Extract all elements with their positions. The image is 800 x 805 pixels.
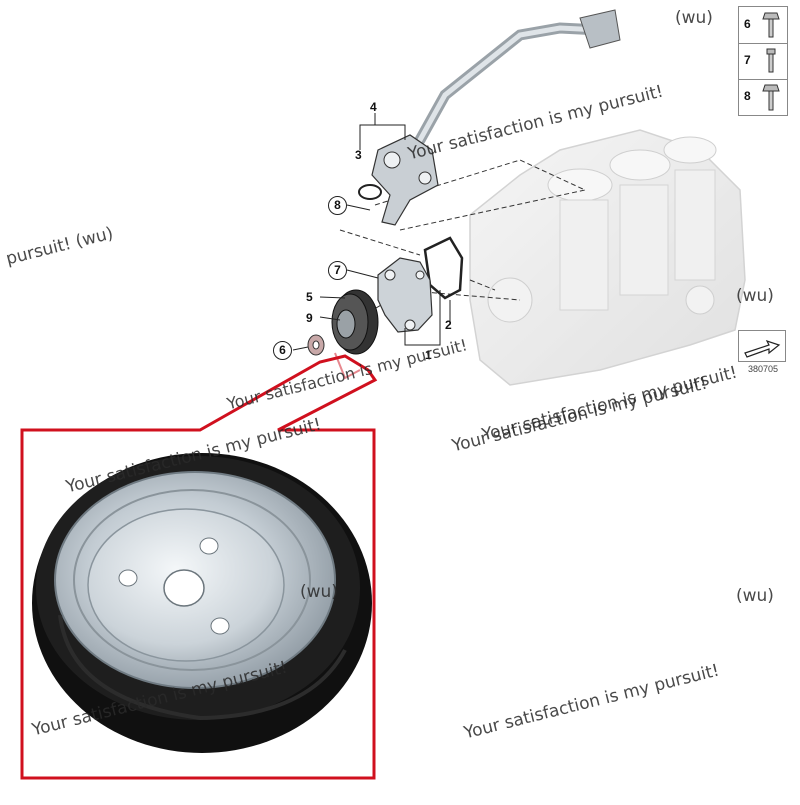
callout-4: 4: [370, 100, 377, 114]
legend-row: 7: [739, 43, 787, 80]
callout-8: 8: [328, 196, 347, 215]
callout-5: 5: [306, 290, 313, 304]
callout-1: 1: [425, 348, 432, 362]
long-bolt-icon: [762, 84, 780, 111]
callout-2: 2: [445, 318, 452, 332]
reference-number: 380705: [748, 364, 779, 374]
pulley-photo: [32, 453, 372, 753]
callout-9: 9: [306, 311, 313, 325]
thermostat-housing: [358, 134, 439, 226]
legend-label: 8: [744, 89, 751, 103]
coolant-pipe: [414, 9, 621, 146]
fastener-legend: 6 7 8: [738, 6, 788, 116]
leader-lines: [292, 113, 451, 351]
arrow-icon: [744, 339, 781, 358]
callout-6: 6: [273, 341, 292, 360]
highlight-frame: [20, 352, 378, 780]
small-pulley: [331, 289, 379, 355]
engine-block: [469, 129, 746, 386]
legend-row: 6: [739, 7, 787, 44]
washer-bolt: [307, 334, 325, 356]
water-pump: [377, 257, 433, 333]
legend-label: 6: [744, 17, 751, 31]
callout-7: 7: [328, 261, 347, 280]
callout-3: 3: [355, 148, 362, 162]
hex-bolt-icon: [762, 12, 780, 38]
legend-row: 8: [739, 79, 787, 115]
screw-icon: [766, 48, 776, 73]
legend-label: 7: [744, 53, 751, 67]
orientation-arrow-box: [738, 330, 786, 362]
